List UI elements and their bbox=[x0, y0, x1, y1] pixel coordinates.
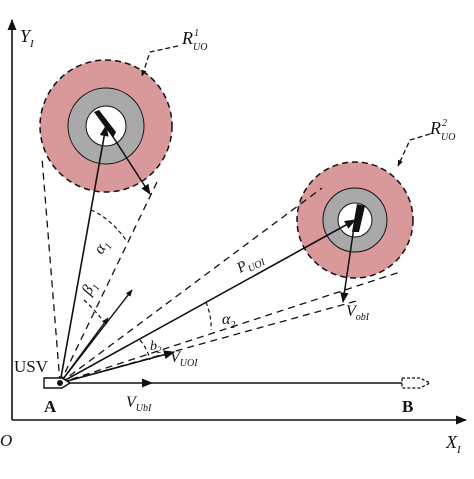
alpha1-label: α1 bbox=[91, 237, 115, 259]
v-obi-label: VobI bbox=[346, 303, 370, 323]
obstacle-1-velocity-arrow bbox=[105, 125, 151, 195]
r1-leader bbox=[141, 45, 179, 77]
alpha2-label: α2 bbox=[222, 311, 235, 331]
beta2-label: b2 bbox=[150, 339, 162, 355]
angle-arc-beta2 bbox=[139, 339, 151, 361]
y-axis-label: YI bbox=[20, 26, 35, 50]
v-uoi-label: VUOI bbox=[170, 349, 198, 369]
point-a-marker bbox=[57, 380, 63, 386]
r2-leader bbox=[397, 133, 431, 167]
line-to-obstacle-1 bbox=[59, 124, 109, 384]
x-axis-label: XI bbox=[445, 432, 462, 456]
usv-label: USV bbox=[14, 357, 49, 376]
origin-label: O bbox=[0, 431, 12, 450]
velocity-uoi-arrow bbox=[59, 350, 176, 384]
angle-arc-beta1 bbox=[83, 299, 105, 323]
angle-arc-alpha1 bbox=[90, 209, 127, 241]
point-a-label: A bbox=[44, 397, 57, 416]
vessel-icon bbox=[94, 110, 116, 138]
point-b-label: B bbox=[402, 397, 413, 416]
dashed-vessel-icon bbox=[401, 377, 432, 389]
angle-arc-alpha2 bbox=[205, 301, 212, 331]
relative-vel-2-arrow bbox=[59, 317, 109, 384]
p-uoi-label: PUOI bbox=[233, 249, 267, 279]
beta1-label: β1 bbox=[78, 278, 102, 300]
line-to-obstacle-2 bbox=[59, 219, 356, 384]
obstacle-2-velocity-arrow bbox=[340, 219, 356, 304]
v-ubi-label: VUbI bbox=[126, 394, 152, 414]
